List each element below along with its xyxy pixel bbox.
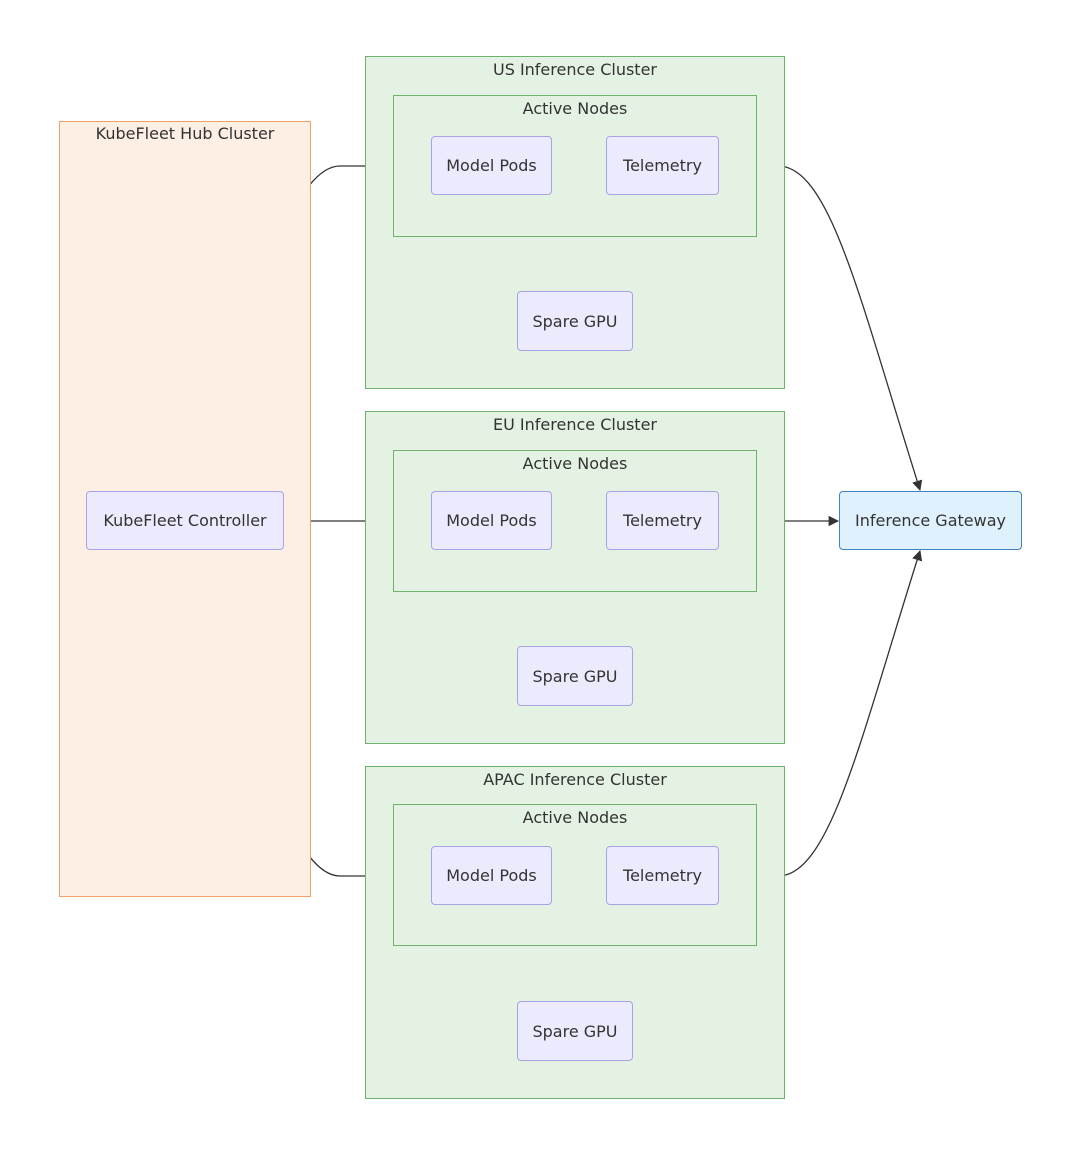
apac-active-nodes-title: Active Nodes <box>522 808 628 827</box>
eu-telemetry-node[interactable]: Telemetry <box>606 491 719 550</box>
us-spare-gpu-node[interactable]: Spare GPU <box>517 291 633 351</box>
us-active-nodes: Active Nodes <box>393 95 757 237</box>
apac-active-nodes: Active Nodes <box>393 804 757 946</box>
hub-cluster-title: KubeFleet Hub Cluster <box>95 124 275 143</box>
eu-model-pods-node[interactable]: Model Pods <box>431 491 552 550</box>
apac-telemetry-node[interactable]: Telemetry <box>606 846 719 905</box>
us-active-nodes-title: Active Nodes <box>522 99 628 118</box>
apac-cluster-title: APAC Inference Cluster <box>483 770 667 789</box>
eu-active-nodes-title: Active Nodes <box>522 454 628 473</box>
apac-spare-gpu-node[interactable]: Spare GPU <box>517 1001 633 1061</box>
edge-us-to-gateway <box>758 165 923 491</box>
inference-gateway-node[interactable]: Inference Gateway <box>839 491 1022 550</box>
us-cluster-title: US Inference Cluster <box>492 60 657 79</box>
edge-apac-to-gateway <box>758 550 923 877</box>
apac-model-pods-node[interactable]: Model Pods <box>431 846 552 905</box>
eu-spare-gpu-node[interactable]: Spare GPU <box>517 646 633 706</box>
us-telemetry-node[interactable]: Telemetry <box>606 136 719 195</box>
us-model-pods-node[interactable]: Model Pods <box>431 136 552 195</box>
eu-active-nodes: Active Nodes <box>393 450 757 592</box>
eu-cluster-title: EU Inference Cluster <box>493 415 657 434</box>
kubefleet-controller-node[interactable]: KubeFleet Controller <box>86 491 284 550</box>
